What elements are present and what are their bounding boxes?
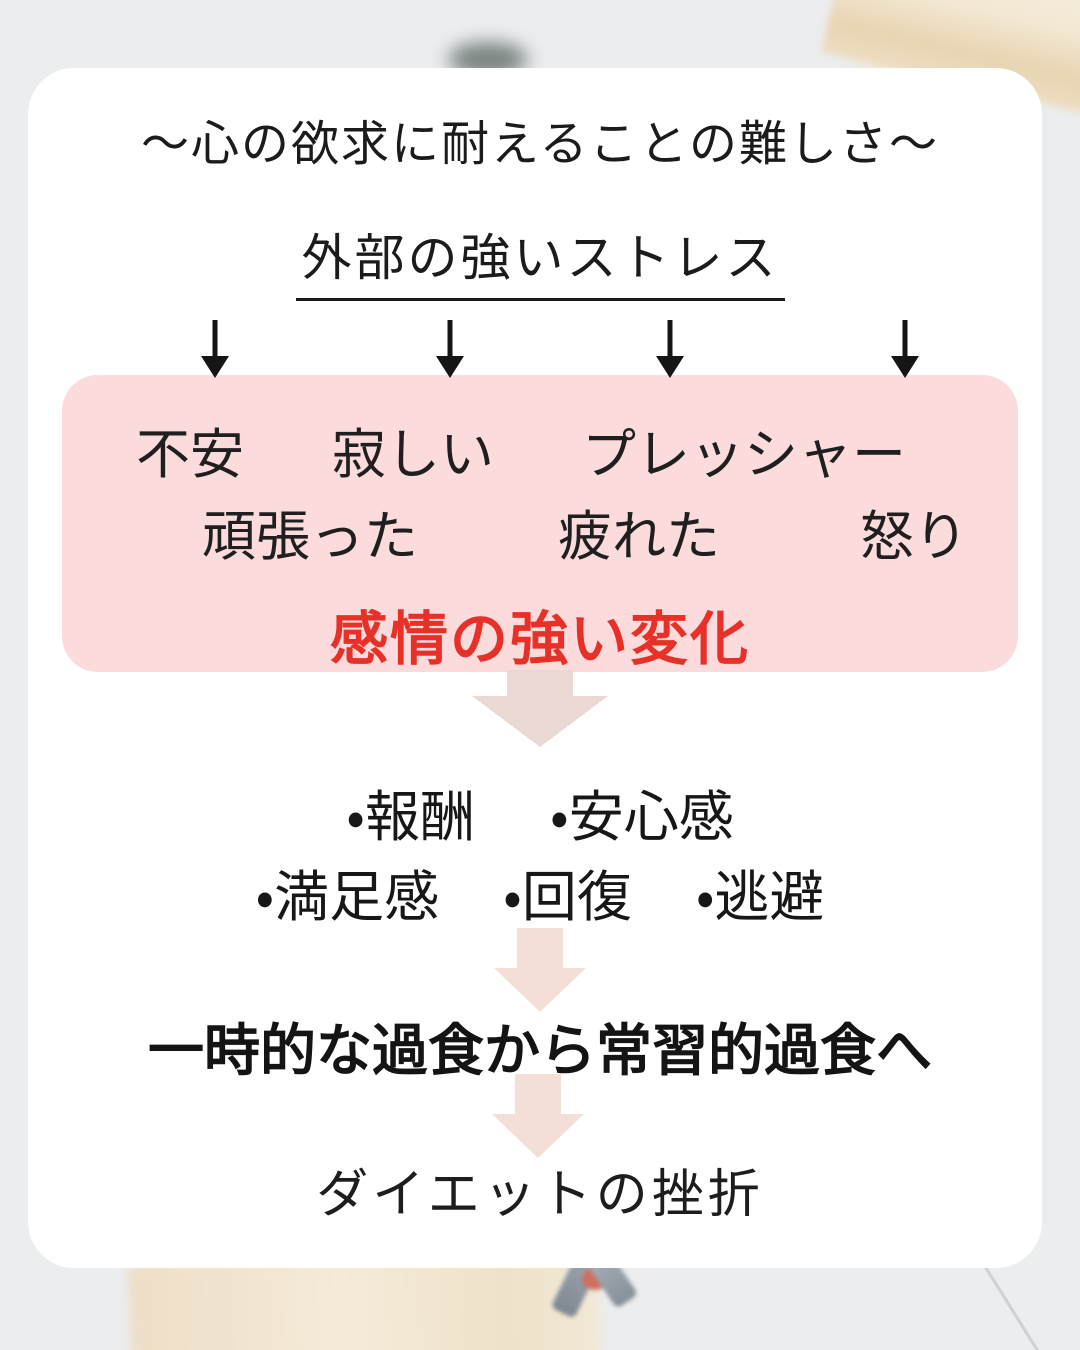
- relief-row-2: ・満足感 ・回復 ・逃避: [0, 852, 1080, 932]
- emotion-box: [62, 375, 1018, 672]
- feeling-label: 寂しい: [332, 425, 494, 485]
- down-arrow-icon: [891, 320, 919, 378]
- block-down-arrow-icon: [472, 670, 608, 747]
- block-down-arrow-icon: [492, 1074, 584, 1158]
- feeling-label: 不安: [136, 425, 244, 485]
- feelings-row-1: 不安 寂しい プレッシャー: [62, 410, 1018, 489]
- relief-item: ・逃避: [695, 867, 825, 928]
- feeling-label: 怒り: [860, 507, 968, 567]
- down-arrow-icon: [201, 320, 229, 378]
- down-arrow-icon: [436, 320, 464, 378]
- down-arrow-icon: [656, 320, 684, 378]
- block-down-arrow-icon: [494, 928, 586, 1012]
- relief-item: ・安心感: [550, 787, 734, 848]
- page-title: ～心の欲求に耐えることの難しさ～: [140, 118, 940, 171]
- relief-item: ・報酬: [346, 787, 475, 848]
- background-figurine-head-photo: [448, 0, 698, 78]
- relief-row-1: ・報酬 ・安心感: [0, 772, 1080, 852]
- stress-source-label: 外部の強いストレス: [295, 218, 785, 301]
- background-floor-seam-line: [978, 1256, 1047, 1350]
- result-statement: ダイエットの挫折: [316, 1167, 764, 1224]
- feelings-row-2: 頑張った 疲れた 怒り: [62, 492, 1018, 571]
- habit-statement: 一時的な過食から常習的過食へ: [148, 1019, 932, 1082]
- relief-item: ・満足感: [255, 867, 440, 928]
- emotion-headline: 感情の強い変化: [329, 607, 750, 672]
- feeling-label: 頑張った: [202, 507, 418, 567]
- figurine-red-detail: [582, 1268, 608, 1290]
- feeling-label: プレッシャー: [582, 425, 906, 485]
- stress-source-wrap: 外部の強いストレス: [0, 218, 1080, 301]
- feeling-label: 疲れた: [558, 507, 720, 567]
- relief-item: ・回復: [503, 867, 632, 928]
